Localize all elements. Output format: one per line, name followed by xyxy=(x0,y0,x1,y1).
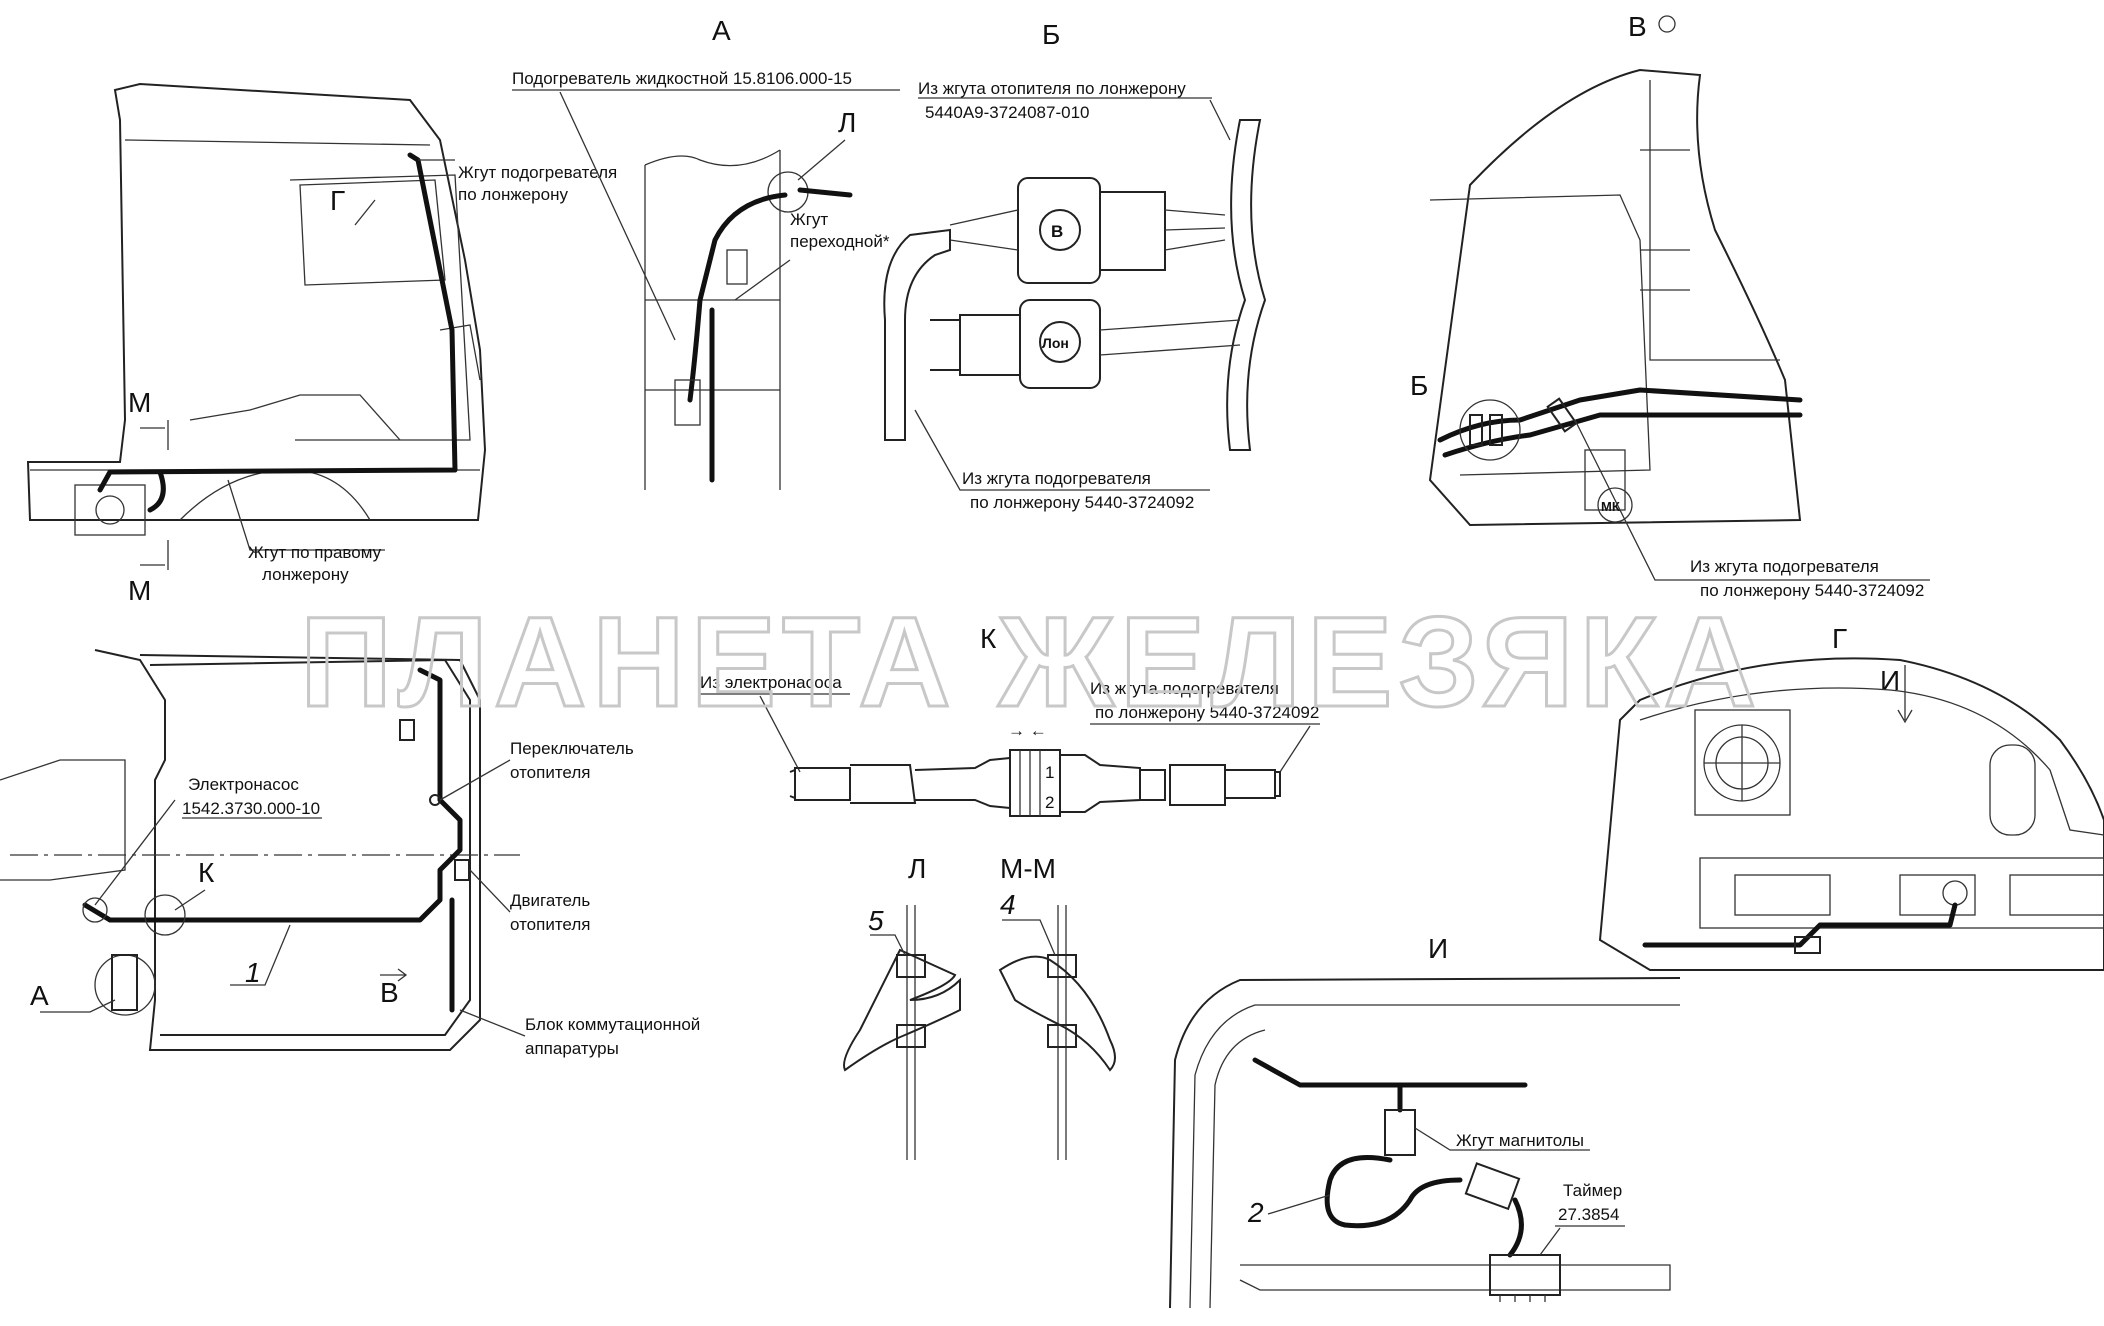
ref-l: Л xyxy=(838,107,856,138)
label-switchgear-1: Блок коммутационной xyxy=(525,1015,700,1034)
view-i: И Жгут магнитолы Таймер 27.3854 2 xyxy=(1169,933,1681,1309)
label-adapter-1: Жгут xyxy=(790,210,828,229)
view-g-title: Г xyxy=(1832,623,1847,654)
view-a: А Подогреватель жидкостной 15.8106.000-1… xyxy=(512,15,900,490)
view-b: Б Из жгута отопителя по лонжерону 5440А9… xyxy=(883,19,1267,512)
label-from-preheater-v-1: Из жгута подогревателя xyxy=(1690,557,1879,576)
label-motor-2: отопителя xyxy=(510,915,590,934)
label-timer-2: 27.3854 xyxy=(1558,1205,1619,1224)
label-harness-heater-1: Жгут подогревателя xyxy=(458,163,617,182)
label-from-heater-spar-1: Из жгута отопителя по лонжерону xyxy=(918,79,1186,98)
view-v: В МК Б Из жгута подогревателя по лонжеро… xyxy=(1410,11,1930,600)
cab-side-view: Г М М Жгут по правому лонжерону Жгут под… xyxy=(26,82,617,606)
ref-a: А xyxy=(30,980,49,1011)
conn-mark-lon: Лон xyxy=(1042,335,1069,351)
label-timer-1: Таймер xyxy=(1563,1181,1622,1200)
k-arrows: → ← xyxy=(1008,721,1047,740)
label-from-heater-spar-2: 5440А9-3724087-010 xyxy=(925,103,1089,122)
ref-v: В xyxy=(380,977,399,1008)
ref-g-cab: Г xyxy=(330,185,345,216)
label-switchgear-2: аппаратуры xyxy=(525,1039,619,1058)
label-switch-2: отопителя xyxy=(510,763,590,782)
label-pump-2: 1542.3730.000-10 xyxy=(182,799,320,818)
label-right-spar-1: Жгут по правому xyxy=(248,543,382,562)
label-pump-1: Электронасос xyxy=(188,775,299,794)
k-pin-2: 2 xyxy=(1045,793,1054,812)
label-from-preheater-b-2: по лонжерону 5440-3724092 xyxy=(970,493,1194,512)
view-k: К Из электронасоса Из жгута подогревател… xyxy=(700,623,1320,817)
num-1: 1 xyxy=(245,957,261,988)
cab-top-view: Электронасос 1542.3730.000-10 К А 1 В Пе… xyxy=(0,649,700,1058)
conn-mark-v: В xyxy=(1051,222,1063,241)
num-5: 5 xyxy=(868,905,884,936)
view-g: Г И xyxy=(1598,623,2104,971)
label-harness-heater-2: по лонжерону xyxy=(458,185,568,204)
num-2: 2 xyxy=(1247,1197,1264,1228)
view-v-title: В xyxy=(1628,11,1647,42)
label-from-preheater-b-1: Из жгута подогревателя xyxy=(962,469,1151,488)
view-i-title: И xyxy=(1428,933,1448,964)
label-adapter-2: переходной* xyxy=(790,232,890,251)
section-mm-title: М-М xyxy=(1000,853,1056,884)
k-pin-1: 1 xyxy=(1045,763,1054,782)
ref-i: И xyxy=(1880,665,1900,696)
ref-m-bottom: М xyxy=(128,575,151,606)
label-from-preheater-v-2: по лонжерону 5440-3724092 xyxy=(1700,581,1924,600)
ref-m-top: М xyxy=(128,387,151,418)
view-a-title: А xyxy=(712,15,731,46)
conn-mark-mk: МК xyxy=(1601,499,1620,514)
label-switch-1: Переключатель xyxy=(510,739,634,758)
label-right-spar-2: лонжерону xyxy=(262,565,349,584)
label-from-preheater-k-2: по лонжерону 5440-3724092 xyxy=(1095,703,1319,722)
section-l: Л 5 xyxy=(843,853,961,1160)
label-motor-1: Двигатель xyxy=(510,891,590,910)
section-mm: М-М 4 xyxy=(998,853,1116,1160)
watermark-text: ПЛАНЕТА ЖЕЛЕЗЯКА xyxy=(300,591,1762,734)
label-from-preheater-k-1: Из жгута подогревателя xyxy=(1090,679,1279,698)
view-k-title: К xyxy=(980,623,997,654)
label-radio-harness: Жгут магнитолы xyxy=(1456,1131,1584,1150)
view-b-title: Б xyxy=(1042,19,1060,50)
ref-k: К xyxy=(198,857,215,888)
ref-b-cab: Б xyxy=(1410,370,1428,401)
label-from-pump: Из электронасоса xyxy=(700,673,842,692)
label-heater: Подогреватель жидкостной 15.8106.000-15 xyxy=(512,69,852,88)
section-l-title: Л xyxy=(908,853,926,884)
num-4: 4 xyxy=(1000,889,1016,920)
